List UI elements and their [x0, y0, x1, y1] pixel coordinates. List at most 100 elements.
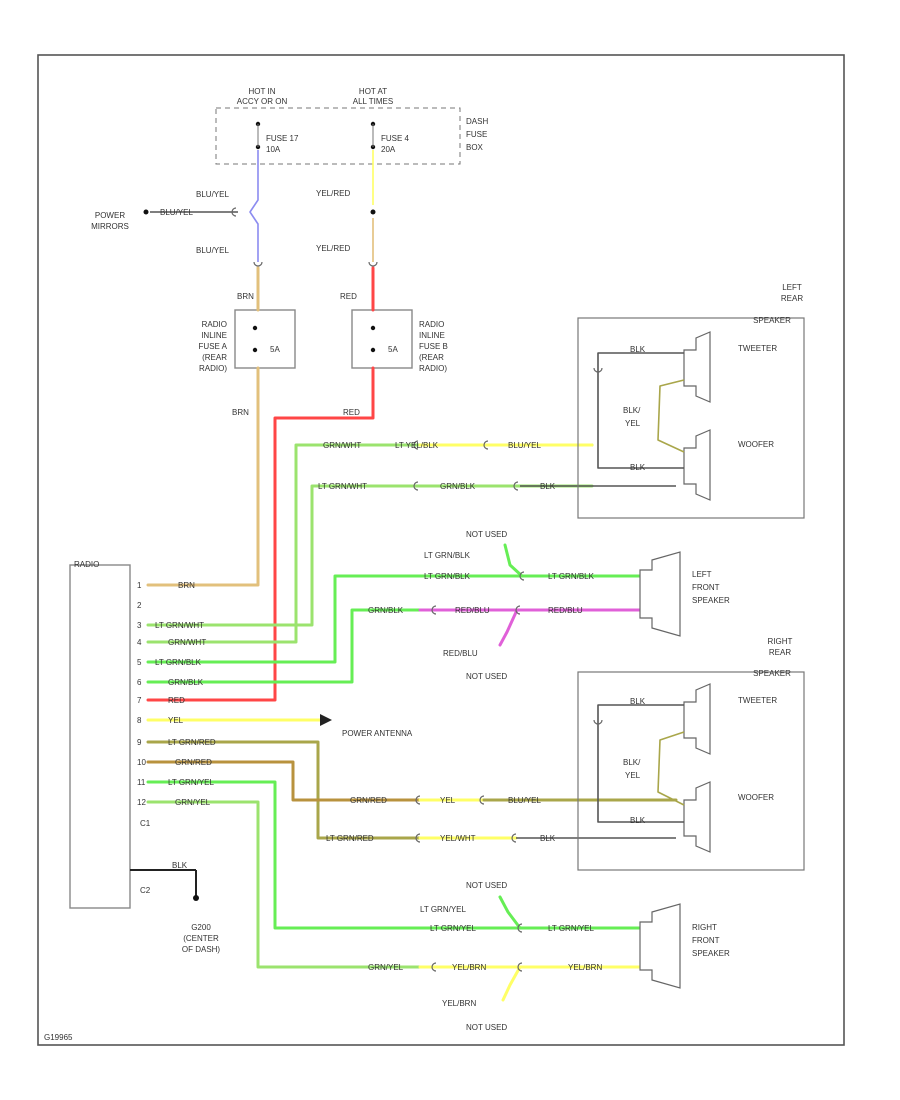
wire-grnred — [146, 760, 422, 802]
rr-title-2: REAR — [769, 648, 791, 657]
radio-blk-label: BLK — [172, 861, 188, 870]
accy-or-on-label: ACCY OR ON — [237, 97, 288, 106]
left-rear-speaker: LEFT REAR SPEAKER TWEETER WOOFER BLK BLK… — [318, 283, 805, 519]
wire-red — [146, 266, 375, 702]
radio-box — [69, 564, 131, 909]
lf-not-used-2: NOT USED — [466, 672, 507, 681]
lbl-yel: YEL — [168, 716, 184, 725]
lbl-brn: BRN — [178, 581, 195, 590]
rf-lt-grn-yel-2: LT GRN/YEL — [430, 924, 476, 933]
yel-red-label-1: YEL/RED — [316, 189, 350, 198]
wire-grnyel — [146, 800, 422, 969]
lr-blk-2: BLK — [630, 463, 646, 472]
radio-fuse-b-label-2: INLINE — [419, 331, 445, 340]
lbl-grn-red: GRN/RED — [175, 758, 212, 767]
center-label: (CENTER — [183, 934, 219, 943]
c1-label: C1 — [140, 819, 151, 828]
rr-lt-grn-red: LT GRN/RED — [326, 834, 374, 843]
rr-yel: YEL — [440, 796, 456, 805]
fuse4-label: FUSE 4 — [381, 134, 410, 143]
radio-pin-12: 12 — [137, 798, 146, 807]
lf-title-1: LEFT — [692, 570, 712, 579]
lf-speaker-icon — [639, 551, 681, 637]
wire-nu-lf1 — [503, 543, 524, 578]
lf-grn-blk: GRN/BLK — [368, 606, 404, 615]
lr-tweeter-icon — [683, 331, 711, 403]
rf-title-3: SPEAKER — [692, 949, 730, 958]
brn-label-2: BRN — [232, 408, 249, 417]
dash-fuse-box: HOT IN ACCY OR ON HOT AT ALL TIMES FUSE … — [215, 87, 488, 165]
power-mirrors-dot — [143, 209, 149, 215]
radio-fuse-b-label-4: (REAR — [419, 353, 444, 362]
lf-red-blu-1: RED/BLU — [455, 606, 490, 615]
red-label-2: RED — [343, 408, 360, 417]
radio-fuse-a-label-1: RADIO — [202, 320, 227, 329]
wire-ltgrnwht — [146, 484, 594, 627]
fuse17-rating: 10A — [266, 145, 281, 154]
wire-bluyel — [249, 150, 259, 262]
radio-fuse-a-label-5: RADIO) — [199, 364, 227, 373]
brn-connector-top — [253, 261, 263, 267]
main-wires — [146, 266, 678, 1002]
rf-lt-grn-yel-1: LT GRN/YEL — [420, 905, 466, 914]
rr-blk-1: BLK — [630, 697, 646, 706]
lbl-lt-grn-blk: LT GRN/BLK — [155, 658, 202, 667]
fuse-label: FUSE — [466, 130, 487, 139]
lf-lt-grn-blk-2: LT GRN/BLK — [424, 572, 471, 581]
lbl-grn-blk: GRN/BLK — [168, 678, 204, 687]
radio-title: RADIO — [74, 560, 99, 569]
rr-tweeter-icon — [683, 683, 711, 755]
rf-yel-brn-2: YEL/BRN — [568, 963, 602, 972]
radio-fuse-a-label-4: (REAR — [202, 353, 227, 362]
inline-connectors — [413, 440, 525, 972]
blu-yel-label-3: BLU/YEL — [196, 246, 229, 255]
wire-nu-rf1 — [498, 895, 522, 930]
wire-ltgrnred — [146, 740, 422, 840]
wire-ltgrnyel — [146, 780, 642, 930]
rf-not-used-2: NOT USED — [466, 1023, 507, 1032]
radio-fuse-b-box — [351, 309, 413, 369]
radio-fuse-a-box — [234, 309, 296, 369]
lbl-red: RED — [168, 696, 185, 705]
power-mirrors-label: POWER — [95, 211, 125, 220]
g200-label: G200 — [191, 923, 211, 932]
right-rear-speaker: RIGHT REAR SPEAKER TWEETER WOOFER BLK BL… — [326, 637, 805, 871]
right-front-speaker: RIGHT FRONT SPEAKER NOT USED LT GRN/YEL … — [368, 881, 730, 1032]
lr-woofer-icon — [683, 429, 711, 501]
radio-fuse-b-label-3: FUSE B — [419, 342, 448, 351]
radio-pin-4: 4 — [137, 638, 142, 647]
lr-grn-blk: GRN/BLK — [440, 482, 476, 491]
rr-blk-2: BLK — [630, 816, 646, 825]
radio-pin-8: 8 — [137, 716, 142, 725]
radio-fuse-a-rating: 5A — [270, 345, 280, 354]
lr-lt-grn-wht: LT GRN/WHT — [318, 482, 367, 491]
lbl-power-antenna: POWER ANTENNA — [342, 729, 413, 738]
radio-pin-5: 5 — [137, 658, 142, 667]
lr-blk-3: BLK — [540, 482, 556, 491]
lr-blu-yel: BLU/YEL — [508, 441, 541, 450]
radio-fuse-b-label-5: RADIO) — [419, 364, 447, 373]
red-connector-top — [368, 261, 378, 267]
radio-pin-6: 6 — [137, 678, 142, 687]
rf-not-used-1: NOT USED — [466, 881, 507, 890]
lbl-lt-grn-yel: LT GRN/YEL — [168, 778, 214, 787]
lr-woofer-label: WOOFER — [738, 440, 774, 449]
power-mirrors-label-2: MIRRORS — [91, 222, 129, 231]
radio-pin-2: 2 — [137, 601, 142, 610]
lf-red-blu-2: RED/BLU — [548, 606, 583, 615]
c2-label: C2 — [140, 886, 151, 895]
radio-pin-7: 7 — [137, 696, 142, 705]
rr-title-1: RIGHT — [768, 637, 793, 646]
power-feed-wires: BLU/YEL BLU/YEL BLU/YEL POWER MIRRORS YE… — [91, 150, 378, 267]
rr-woofer-label: WOOFER — [738, 793, 774, 802]
radio-pin-1: 1 — [137, 581, 142, 590]
radio-wire-labels: BRN LT GRN/WHT GRN/WHT LT GRN/BLK GRN/BL… — [155, 581, 413, 807]
fuse4-rating: 20A — [381, 145, 396, 154]
radio-fuse-b-label-1: RADIO — [419, 320, 444, 329]
fuse17-label: FUSE 17 — [266, 134, 299, 143]
wire-brn — [146, 266, 260, 587]
rr-blk-yel-1: BLK/ — [623, 758, 641, 767]
lr-blk-1: BLK — [630, 345, 646, 354]
